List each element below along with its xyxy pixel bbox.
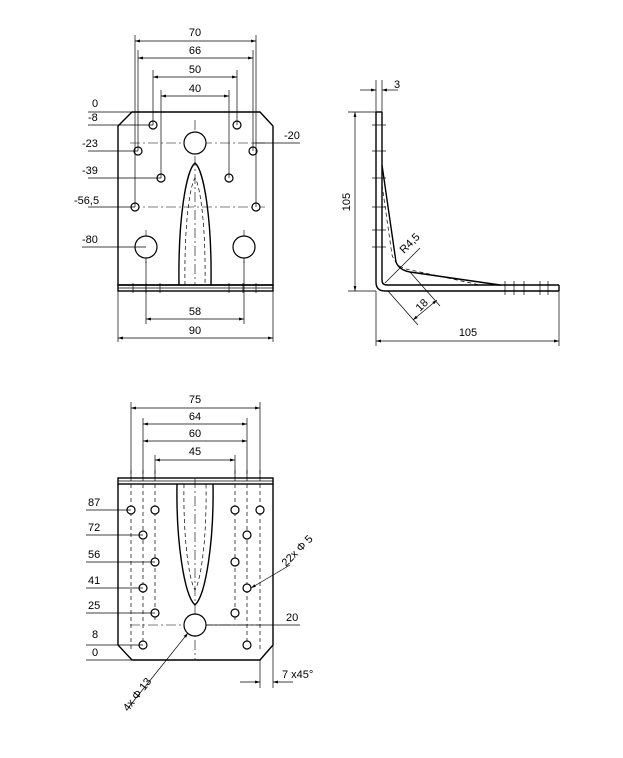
holes-small-callout: 22x Φ 5 — [280, 533, 316, 569]
front-large-hole — [183, 131, 207, 155]
front-view: 70 66 50 40 58 90 0 -8 -23 -39 -56,5 -80… — [74, 27, 300, 342]
dim-105-vertical: 105 — [341, 193, 353, 211]
bottom-hole — [230, 557, 240, 567]
ord-minus-56-5: -56,5 — [74, 195, 99, 207]
ord-8: 8 — [92, 629, 98, 641]
bottom-hole — [242, 640, 252, 650]
radius-label: R4,5 — [398, 231, 423, 256]
bottom-large-hole — [183, 613, 207, 637]
bottom-hole — [255, 505, 265, 515]
dim-75: 75 — [189, 394, 201, 406]
side-profile-outer — [375, 112, 559, 292]
ord-minus-80: -80 — [82, 234, 98, 246]
bottom-hole — [242, 530, 252, 540]
dim-60: 60 — [189, 428, 201, 440]
dim-66: 66 — [189, 45, 201, 57]
ord-87: 87 — [88, 497, 100, 509]
dim-45: 45 — [189, 446, 201, 458]
bottom-hole — [230, 505, 240, 515]
front-large-hole — [232, 235, 256, 259]
bottom-hole — [242, 583, 252, 593]
bottom-hole — [150, 505, 160, 515]
ord-minus-8: -8 — [88, 112, 98, 124]
dim-3: 3 — [394, 79, 400, 91]
ord-72: 72 — [88, 522, 100, 534]
dim-50: 50 — [189, 64, 201, 76]
side-profile-inner — [381, 112, 559, 286]
ord-25: 25 — [88, 600, 100, 612]
dim-18: 18 — [414, 297, 431, 314]
side-rib — [381, 164, 501, 286]
bottom-plate-outline — [117, 484, 274, 661]
ord-41: 41 — [88, 575, 100, 587]
ord-0: 0 — [92, 98, 98, 110]
dim-40: 40 — [189, 83, 201, 95]
ord-0: 0 — [92, 647, 98, 659]
bottom-view: 75 64 60 45 87 72 56 41 25 8 0 20 22x Φ … — [86, 394, 316, 714]
dim-64: 64 — [189, 411, 201, 423]
side-view: 3 105 105 R4,5 18 — [341, 79, 560, 346]
dim-70: 70 — [189, 27, 201, 39]
ord-56: 56 — [88, 549, 100, 561]
bottom-hole — [230, 608, 240, 618]
chamfer-label: 7 x45° — [282, 669, 313, 681]
dim-58: 58 — [189, 306, 201, 318]
ord-minus-20: -20 — [284, 130, 300, 142]
dim-105-horizontal: 105 — [459, 327, 477, 339]
dim-20: 20 — [286, 612, 298, 624]
dim-90: 90 — [189, 325, 201, 337]
holes-large-callout: 4x Φ 13 — [121, 676, 154, 714]
ord-minus-39: -39 — [82, 165, 98, 177]
ord-minus-23: -23 — [82, 138, 98, 150]
